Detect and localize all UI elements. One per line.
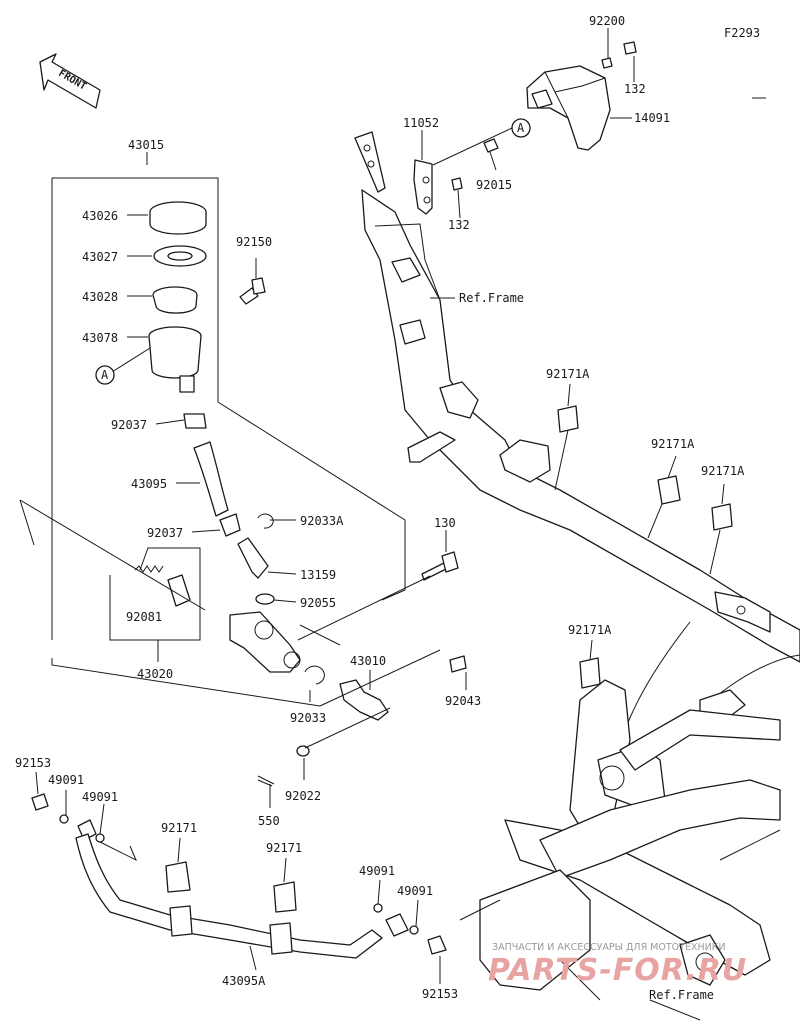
ref-frame-label-bottom: Ref.Frame — [649, 988, 714, 1002]
label-92033A: 92033A — [300, 514, 344, 528]
label-92171-1: 92171 — [161, 821, 197, 835]
ref-frame-label-top: Ref.Frame — [459, 291, 524, 305]
label-132-mid: 132 — [448, 218, 470, 232]
label-11052: 11052 — [403, 116, 439, 130]
master-cylinder-parts — [134, 201, 467, 787]
watermark-brand: PARTS-FOR.RU — [488, 953, 747, 988]
label-14091: 14091 — [634, 111, 670, 125]
label-43095A: 43095A — [222, 974, 266, 988]
label-92081: 92081 — [126, 610, 162, 624]
label-92171A-1: 92171A — [546, 367, 590, 381]
label-49091-b: 49091 — [82, 790, 118, 804]
label-43028: 43028 — [82, 290, 118, 304]
label-43026: 43026 — [82, 209, 118, 223]
label-132-top: 132 — [624, 82, 646, 96]
label-92153-left: 92153 — [15, 756, 51, 770]
label-92200: 92200 — [589, 14, 625, 28]
guard-and-bracket — [413, 41, 637, 215]
label-43015: 43015 — [128, 138, 164, 152]
label-92033: 92033 — [290, 711, 326, 725]
front-direction-arrow: FRONT — [39, 53, 101, 109]
part-labels: F2293 92200 132 14091 11052 92015 132 Re… — [15, 14, 760, 1002]
callout-a-top-letter: A — [517, 121, 525, 135]
frame-drawing — [354, 131, 800, 1021]
label-92037-lower: 92037 — [147, 526, 183, 540]
callout-a-top: A — [511, 118, 531, 138]
label-92153-right: 92153 — [422, 987, 458, 1001]
label-130: 130 — [434, 516, 456, 530]
label-92037-upper: 92037 — [111, 418, 147, 432]
callout-a-left-letter: A — [101, 368, 109, 382]
label-92171A-3: 92171A — [701, 464, 745, 478]
label-92171A-2: 92171A — [651, 437, 695, 451]
label-92015: 92015 — [476, 178, 512, 192]
label-92022: 92022 — [285, 789, 321, 803]
label-92171-2: 92171 — [266, 841, 302, 855]
label-13159: 13159 — [300, 568, 336, 582]
label-550: 550 — [258, 814, 280, 828]
callout-a-left: A — [95, 365, 115, 385]
label-49091-a: 49091 — [48, 773, 84, 787]
diagram-code: F2293 — [724, 26, 760, 40]
label-43020: 43020 — [137, 667, 173, 681]
watermark: ЗАПЧАСТИ И АКСЕССУАРЫ ДЛЯ МОТОТЕХНИКИ PA… — [488, 942, 747, 988]
label-43078: 43078 — [82, 331, 118, 345]
label-43095: 43095 — [131, 477, 167, 491]
label-49091-d: 49091 — [397, 884, 433, 898]
label-92043: 92043 — [445, 694, 481, 708]
label-92150: 92150 — [236, 235, 272, 249]
label-49091-c: 49091 — [359, 864, 395, 878]
label-43027: 43027 — [82, 250, 118, 264]
label-92055: 92055 — [300, 596, 336, 610]
leader-lines — [19, 28, 766, 984]
watermark-tagline: ЗАПЧАСТИ И АКСЕССУАРЫ ДЛЯ МОТОТЕХНИКИ — [492, 942, 726, 953]
label-43010: 43010 — [350, 654, 386, 668]
frame-clamps — [557, 405, 733, 689]
label-92171A-4: 92171A — [568, 623, 612, 637]
